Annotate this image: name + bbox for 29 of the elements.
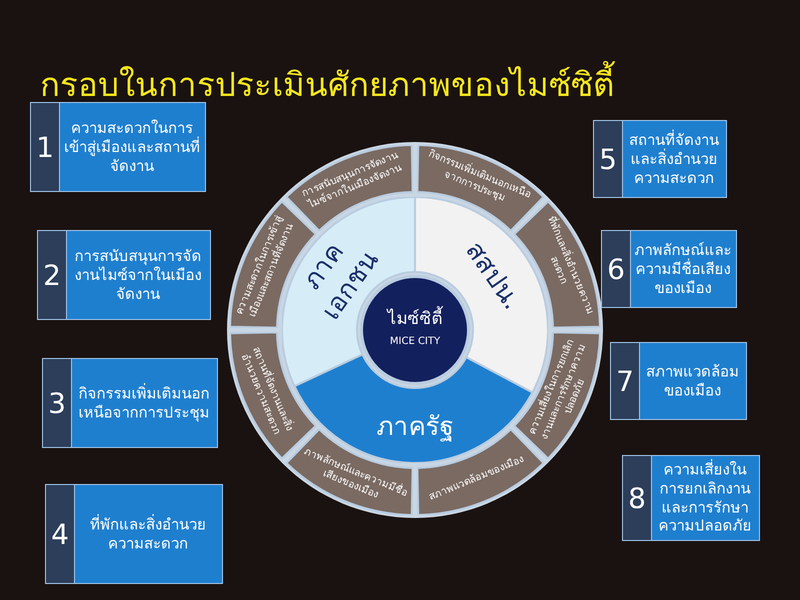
center-subtitle: MICE CITY [388,336,442,347]
numbered-box [30,102,206,192]
number-tab: 6 [602,231,631,307]
number-tab: 3 [43,359,72,447]
number-tab: 1 [31,103,60,191]
number-tab: 2 [38,231,67,319]
numbered-box [45,484,223,584]
number-tab: 7 [611,343,640,419]
box-text: กิจกรรมเพิ่มเติมนอกเหนือจากการประชุม [78,384,210,422]
box-text: ที่พักและสิ่งอำนวยความสะดวก [89,515,207,553]
numbered-box [610,342,747,420]
box-text: ภาพลักษณ์และความมีชื่อเสียงของเมือง [634,240,732,298]
ring-segment [417,145,544,231]
box-text: ความสะดวกในการเข้าสู่เมืองและสถานที่จัดงาน [63,118,201,176]
numbered-box [622,455,760,541]
sector-label: ภาครัฐ [376,410,454,444]
ring-segment [514,201,600,328]
box-text: ความเสี่ยงในการยกเลิกงานและการรักษาความปลอดภัย [658,460,752,536]
number-tab: 4 [46,485,75,583]
numbered-box [42,358,218,448]
numbered-box [601,230,737,308]
box-text: การสนับสนุนการจัดงานไมซ์จากในเมืองจัดงาน [74,246,202,304]
numbered-box [37,230,211,320]
box-text: สถานที่จัดงานและสิ่งอำนวยความสะดวก [628,130,720,188]
number-tab: 5 [594,121,623,197]
center-title: ไมซ์ซิตี้ [363,304,467,331]
box-text: สภาพแวดล้อมของเมือง [645,362,740,400]
number-tab: 8 [623,456,652,540]
numbered-box [593,120,727,198]
